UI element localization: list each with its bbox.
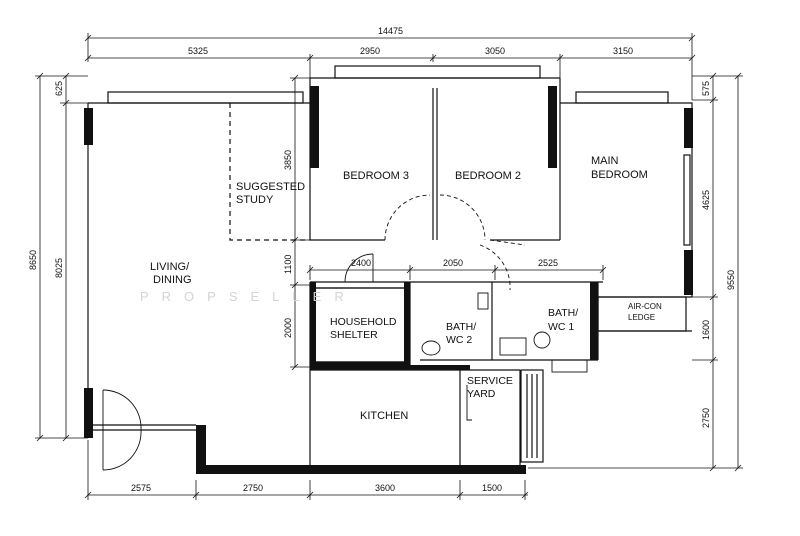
study-label-2: STUDY	[236, 194, 274, 206]
bath1-label-1: BATH/	[548, 307, 578, 319]
kitchen-label: KITCHEN	[360, 410, 408, 422]
bedroom2-label: BEDROOM 2	[455, 170, 521, 182]
shelter-label-2: SHELTER	[330, 329, 378, 341]
thick-walls	[84, 86, 693, 474]
study-label-1: SUGGESTED	[236, 181, 305, 193]
dim-top-3: 3050	[485, 46, 505, 56]
bedroom3-label: BEDROOM 3	[343, 170, 409, 182]
dim-bottom-3: 3600	[375, 483, 395, 493]
dim-right-1: 575	[701, 81, 711, 96]
dim-mid-3: 2000	[283, 318, 293, 338]
dim-left-overall: 8650	[28, 250, 38, 270]
aircon-label-2: LEDGE	[628, 313, 655, 322]
dimension-lines	[35, 33, 743, 500]
dim-left-1: 625	[54, 81, 64, 96]
dim-bottom-1: 2575	[131, 483, 151, 493]
service-yard-label-1: SERVICE	[467, 375, 513, 387]
dim-mid-1: 3850	[283, 150, 293, 170]
dim-top-1: 5325	[188, 46, 208, 56]
main-bedroom-label-2: BEDROOM	[591, 169, 648, 181]
aircon-label-1: AIR-CON	[628, 302, 662, 311]
shelter-label-1: HOUSEHOLD	[330, 316, 397, 328]
dim-mid-2: 1100	[283, 255, 293, 274]
dim-right-2: 4625	[701, 190, 711, 210]
room-labels: LIVING/ DINING SUGGESTED STUDY BEDROOM 3…	[150, 155, 662, 422]
dim-right-3: 1600	[701, 320, 711, 340]
dim-right-overall: 9550	[726, 270, 736, 290]
dim-top-4: 3150	[613, 46, 633, 56]
service-yard-label-2: YARD	[467, 388, 496, 400]
bath2-label-2: WC 2	[446, 334, 472, 346]
bath1-label-2: WC 1	[548, 321, 574, 333]
door-swings	[102, 194, 526, 471]
bath2-label-1: BATH/	[446, 321, 476, 333]
main-bedroom-label-1: MAIN	[591, 155, 619, 167]
dim-inner-3: 2525	[538, 258, 558, 268]
dim-top-overall: 14475	[378, 26, 403, 36]
living-label-1: LIVING/	[150, 261, 190, 273]
dim-right-4: 2750	[701, 408, 711, 428]
dim-bottom-4: 1500	[482, 483, 502, 493]
watermark: PROPSELLER	[140, 289, 357, 304]
dim-bottom-2: 2750	[243, 483, 263, 493]
dim-top-2: 2950	[360, 46, 380, 56]
dim-inner-2: 2050	[443, 258, 463, 268]
dim-left-2: 8025	[54, 258, 64, 278]
dim-inner-1: 2400	[351, 258, 371, 268]
dimension-labels: 14475 5325 2950 3050 3150 2400 2050 2525…	[28, 26, 736, 493]
living-label-2: DINING	[153, 274, 192, 286]
bath-fixtures	[421, 292, 588, 373]
